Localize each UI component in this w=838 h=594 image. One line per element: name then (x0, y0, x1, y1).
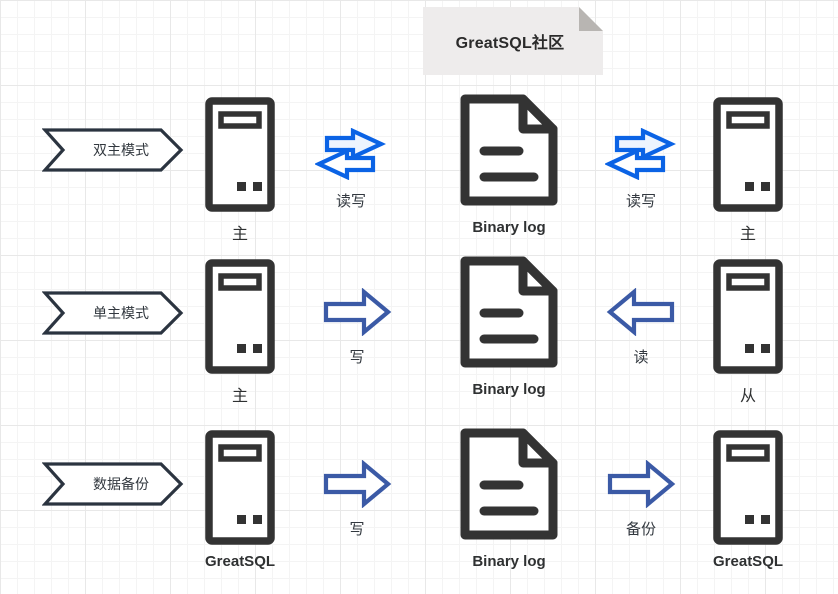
arrow-label-left-row-2: 写 (349, 349, 365, 366)
node-caption-center-row-2: Binary log (472, 381, 546, 398)
arrow-label-right-row-3: 备份 (625, 521, 656, 538)
node-left-row-2: 主 (205, 259, 275, 406)
arrow-right-icon (323, 288, 392, 336)
chevron-shape-icon (42, 462, 184, 506)
server-icon (205, 430, 275, 545)
arrow-group-right-row-1: 读写 (605, 128, 677, 211)
arrow-label-left-row-1: 读写 (335, 193, 366, 210)
phase-label-row-1: 双主模式 (93, 142, 149, 158)
server-icon (713, 259, 783, 374)
node-caption-left-row-3: GreatSQL (205, 553, 276, 570)
arrow-right-icon (323, 460, 392, 508)
node-right-row-1: 主 (713, 97, 783, 244)
server-icon (205, 259, 275, 374)
title-banner-label: GreatSQL社区 (455, 35, 565, 52)
node-right-row-2: 从 (713, 259, 783, 406)
chevron-shape-icon (42, 128, 184, 172)
chevron-shape-icon (42, 291, 184, 335)
node-right-row-3: GreatSQL (713, 430, 783, 570)
node-caption-left-row-1: 主 (231, 226, 248, 243)
arrow-group-left-row-3: 写 (322, 460, 392, 539)
node-center-row-3: Binary log (455, 423, 563, 570)
phase-chevron-row-2: 单主模式 (42, 290, 184, 336)
arrow-group-right-row-3: 备份 (606, 460, 676, 539)
node-caption-right-row-2: 从 (739, 388, 756, 405)
node-center-row-2: Binary log (455, 251, 563, 398)
bidirectional-arrow-icon (315, 128, 386, 180)
title-banner: GreatSQL社区 (423, 7, 603, 75)
node-center-row-1: Binary log (455, 89, 563, 236)
document-icon (460, 256, 558, 368)
document-icon (460, 428, 558, 540)
server-icon (205, 97, 275, 212)
document-icon (460, 94, 558, 206)
arrow-label-left-row-3: 写 (349, 521, 365, 538)
node-caption-right-row-1: 主 (739, 226, 756, 243)
bidirectional-arrow-icon (605, 128, 676, 180)
arrow-label-right-row-1: 读写 (625, 193, 656, 210)
node-caption-right-row-3: GreatSQL (713, 553, 784, 570)
phase-label-row-3: 数据备份 (93, 476, 149, 492)
phase-label-row-2: 单主模式 (93, 305, 149, 321)
arrow-label-right-row-2: 读 (633, 349, 649, 366)
node-caption-left-row-2: 主 (231, 388, 248, 405)
arrow-group-left-row-1: 读写 (315, 128, 387, 211)
arrow-group-left-row-2: 写 (322, 288, 392, 367)
node-left-row-1: 主 (205, 97, 275, 244)
node-caption-center-row-3: Binary log (472, 553, 546, 570)
server-icon (713, 430, 783, 545)
phase-chevron-row-3: 数据备份 (42, 461, 184, 507)
server-icon (713, 97, 783, 212)
node-caption-center-row-1: Binary log (472, 219, 546, 236)
node-left-row-3: GreatSQL (205, 430, 275, 570)
arrow-group-right-row-2: 读 (606, 288, 676, 367)
arrow-left-icon (606, 288, 675, 336)
title-banner-body (423, 7, 603, 75)
phase-chevron-row-1: 双主模式 (42, 127, 184, 173)
arrow-right-icon (607, 460, 676, 508)
